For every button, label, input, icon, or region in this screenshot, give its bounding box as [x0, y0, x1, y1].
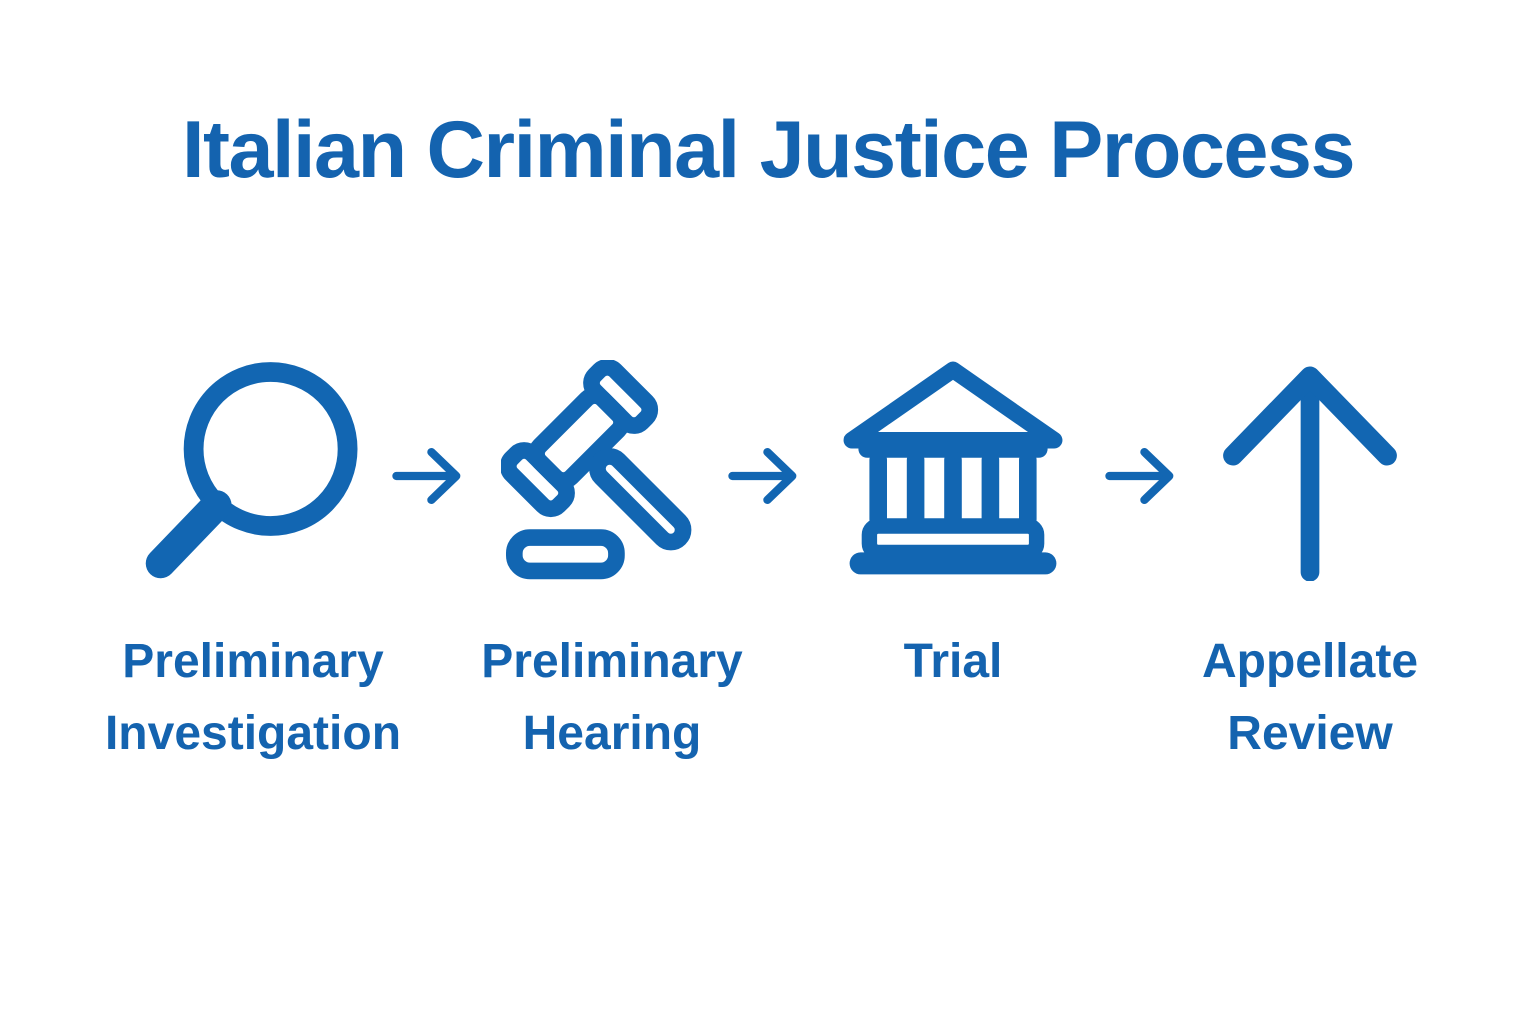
up-arrow-icon	[1138, 356, 1482, 586]
courthouse-icon	[781, 356, 1125, 586]
magnifying-glass-icon	[81, 356, 425, 586]
page-title: Italian Criminal Justice Process	[181, 105, 1356, 195]
step-label: Appellate Review	[1201, 635, 1419, 760]
process-step-preliminary-investigation: Preliminary Investigation	[81, 356, 425, 770]
process-step-appellate-review: Appellate Review	[1138, 356, 1482, 770]
process-step-preliminary-hearing: Preliminary Hearing	[440, 356, 784, 770]
step-label: Trial	[903, 635, 1003, 688]
right-arrow-icon	[390, 430, 482, 522]
process-step-trial: Trial	[781, 356, 1125, 698]
right-arrow-icon	[726, 430, 818, 522]
right-arrow-icon	[1103, 430, 1195, 522]
step-label: Preliminary Investigation	[104, 635, 402, 760]
gavel-icon	[440, 356, 784, 586]
step-label: Preliminary Hearing	[481, 635, 743, 760]
